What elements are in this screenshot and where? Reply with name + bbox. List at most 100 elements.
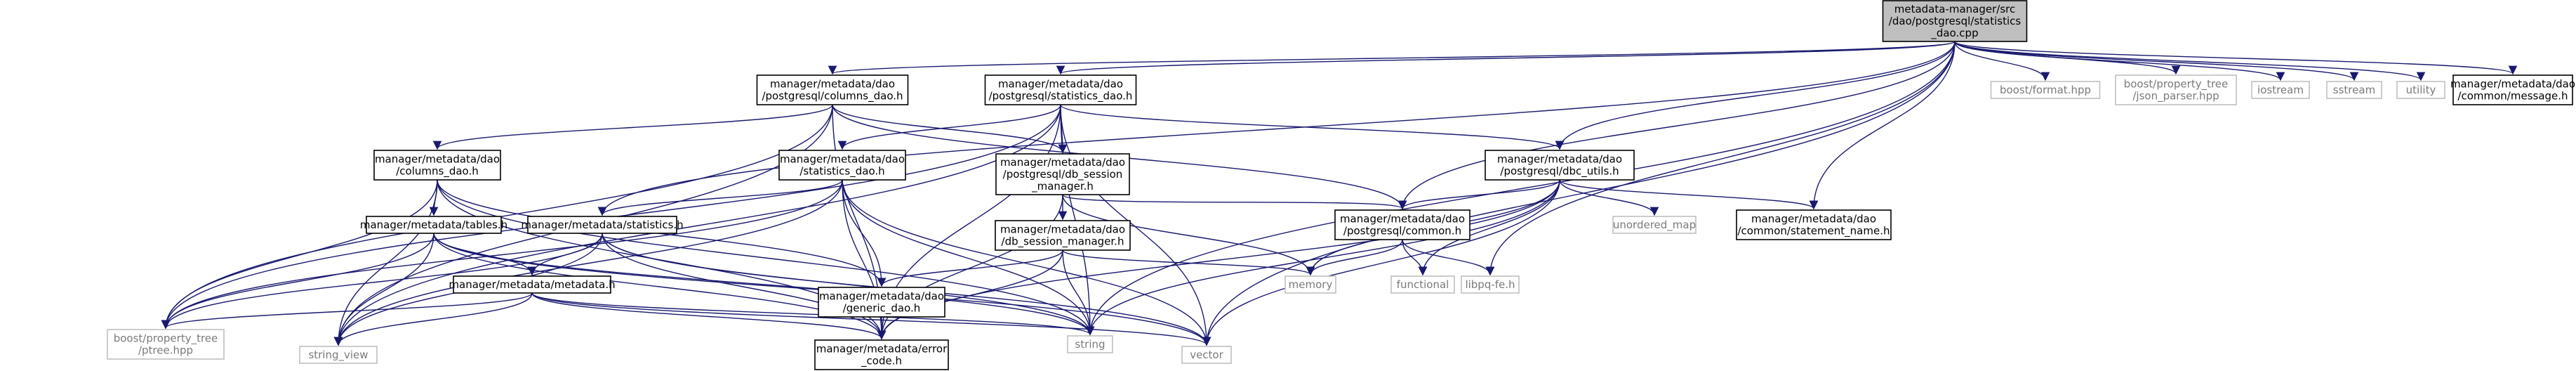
edge-statistics-h-to-error-code — [602, 233, 887, 340]
node-label: /postgresql/db_session — [1003, 168, 1123, 181]
node-string-view[interactable]: string_view — [299, 346, 378, 364]
node-label: manager/metadata/dao — [1000, 156, 1125, 169]
node-label: _manager.h — [1031, 180, 1094, 193]
node-boost-json[interactable]: boost/property_tree/json_parser.hpp — [2115, 74, 2237, 105]
node-functional[interactable]: functional — [1390, 275, 1455, 294]
node-label: manager/metadata/tables.h — [360, 219, 507, 231]
edge-src-to-message-h — [1954, 41, 2517, 75]
node-box — [818, 287, 945, 318]
node-sstream[interactable]: sstream — [2326, 81, 2382, 99]
node-message-h[interactable]: manager/metadata/dao/common/message.h — [2450, 74, 2575, 105]
node-src: metadata-manager/src/dao/postgresql/stat… — [1882, 0, 2028, 42]
node-error-code[interactable]: manager/metadata/error_code.h — [814, 339, 949, 370]
edge-pg-common-to-libpq — [1402, 239, 1495, 276]
node-pg-statistics-dao[interactable]: manager/metadata/dao/postgresql/statisti… — [984, 74, 1137, 105]
node-box — [1284, 275, 1336, 294]
edge-pg-common-to-memory — [1306, 239, 1403, 276]
node-tables-h[interactable]: manager/metadata/tables.h — [360, 216, 507, 234]
edge-pg-common-to-functional — [1402, 239, 1428, 276]
node-pg-dbc-utils[interactable]: manager/metadata/dao/postgresql/dbc_util… — [1485, 150, 1635, 181]
node-box — [1334, 209, 1470, 240]
edge-pg-dbc-utils-to-functional — [1418, 179, 1560, 276]
edge-src-to-pg-statistics-dao — [1056, 41, 1956, 75]
node-label: /columns_dao.h — [396, 165, 479, 178]
node-vector[interactable]: vector — [1181, 346, 1232, 364]
node-metadata-h[interactable]: manager/metadata/metadata.h — [449, 275, 616, 294]
edge-pg-db-session-to-pg-common — [1062, 194, 1407, 210]
edge-metadata-h-to-ptree — [161, 292, 533, 330]
edge-tables-h-to-ptree — [161, 233, 434, 330]
node-statistics-h[interactable]: manager/metadata/statistics.h — [521, 216, 684, 234]
node-label: /statistics_dao.h — [799, 165, 884, 178]
node-label: boost/property_tree — [114, 332, 218, 346]
edge-pg-dbc-utils-to-pg-common — [1397, 179, 1560, 210]
node-box — [1990, 81, 2101, 99]
node-label: unordered_map — [1613, 219, 1696, 232]
node-label: /generic_dao.h — [843, 302, 921, 315]
node-statistics-dao[interactable]: manager/metadata/dao/statistics_dao.h — [778, 150, 906, 181]
node-label: manager/metadata/dao — [1751, 213, 1876, 226]
edge-columns-dao-to-string — [437, 179, 1095, 336]
edge-pg-db-session-to-memory — [1062, 194, 1315, 276]
node-label: /postgresql/columns_dao.h — [762, 90, 903, 103]
node-label: metadata-manager/src — [1894, 3, 2016, 15]
node-label: /dao/postgresql/statistics — [1889, 15, 2021, 27]
node-iostream[interactable]: iostream — [2251, 81, 2310, 99]
node-box — [756, 74, 909, 105]
edge-tables-h-to-string-view — [333, 233, 434, 346]
node-box — [527, 216, 677, 234]
node-box — [995, 153, 1130, 195]
node-unordered-map[interactable]: unordered_map — [1612, 216, 1697, 234]
node-box — [2251, 81, 2310, 99]
node-label: _dao.cpp — [1930, 27, 1978, 40]
node-label: manager/metadata/metadata.h — [449, 278, 615, 291]
node-box — [453, 275, 611, 294]
edge-src-to-iostream — [1954, 41, 2285, 82]
node-columns-dao[interactable]: manager/metadata/dao/columns_dao.h — [373, 150, 501, 181]
edge-src-to-pg-columns-dao — [828, 41, 1956, 75]
edge-pg-columns-dao-to-columns-dao — [432, 104, 833, 150]
edge-src-to-libpq — [1485, 41, 1956, 276]
edge-statistics-dao-to-statistics-h — [597, 179, 843, 216]
node-boost-format[interactable]: boost/format.hpp — [1990, 81, 2101, 99]
edge-pg-statistics-dao-to-vector — [1060, 104, 1211, 346]
edge-pg-dbc-utils-to-unordered-map — [1559, 179, 1659, 216]
node-db-session[interactable]: manager/metadata/dao/db_session_manager.… — [995, 220, 1131, 251]
node-label: iostream — [2257, 84, 2304, 96]
node-label: manager/metadata/dao — [1000, 223, 1125, 236]
edge-src-to-vector — [1202, 41, 1956, 346]
node-box — [1736, 209, 1892, 240]
node-label: memory — [1289, 278, 1333, 291]
edge-src-to-utility — [1954, 41, 2426, 82]
node-label: _code.h — [861, 355, 902, 368]
node-box — [1390, 275, 1455, 294]
node-label: manager/metadata/dao — [375, 153, 500, 166]
edge-src-to-boost-format — [1954, 41, 2050, 82]
node-utility[interactable]: utility — [2396, 81, 2445, 99]
node-box — [1181, 346, 1232, 364]
node-statement-name[interactable]: manager/metadata/dao/common/statement_na… — [1736, 209, 1892, 240]
node-ptree[interactable]: boost/property_tree/ptree.hpp — [107, 329, 225, 360]
node-memory[interactable]: memory — [1284, 275, 1336, 294]
node-label: /postgresql/statistics_dao.h — [989, 90, 1133, 103]
edge-db-session-to-string — [1062, 249, 1095, 336]
node-label: manager/metadata/dao — [819, 290, 944, 303]
node-pg-db-session[interactable]: manager/metadata/dao/postgresql/db_sessi… — [995, 153, 1130, 195]
node-label: boost/property_tree — [2124, 78, 2229, 91]
edge-statistics-h-to-ptree — [161, 233, 603, 330]
node-pg-columns-dao[interactable]: manager/metadata/dao/postgresql/columns_… — [756, 74, 909, 105]
node-libpq[interactable]: libpq-fe.h — [1461, 275, 1520, 294]
edge-metadata-h-to-string-view — [333, 292, 533, 346]
node-generic-dao[interactable]: manager/metadata/dao/generic_dao.h — [818, 287, 945, 318]
node-string[interactable]: string — [1067, 335, 1113, 353]
node-pg-common[interactable]: manager/metadata/dao/postgresql/common.h — [1334, 209, 1470, 240]
edge-src-to-string — [1085, 41, 1956, 336]
node-box — [107, 329, 225, 360]
node-box — [373, 150, 501, 181]
node-label: libpq-fe.h — [1465, 278, 1515, 291]
edge-metadata-h-to-error-code — [531, 292, 887, 340]
edge-src-to-statement-name — [1809, 41, 1956, 210]
node-label: /ptree.hpp — [138, 344, 193, 357]
edge-src-to-statistics-h — [597, 41, 1956, 216]
